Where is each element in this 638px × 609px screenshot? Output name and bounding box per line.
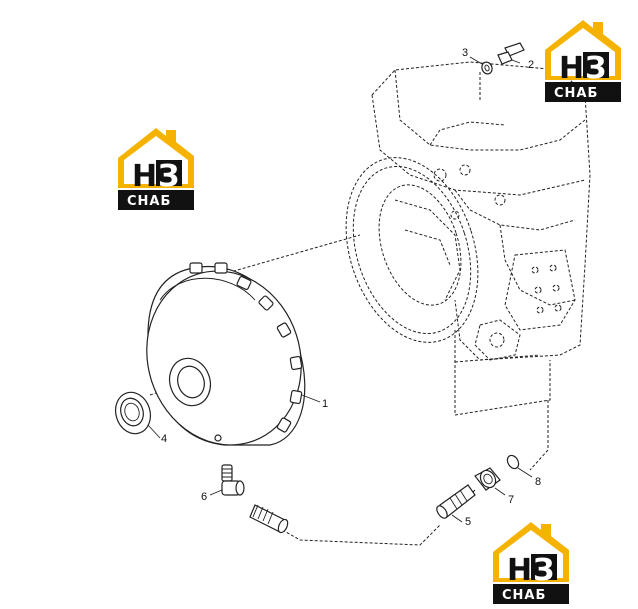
callout-1: 1 [322,398,328,410]
hose-fitting [436,484,476,523]
logo-subtitle: СНАБ [554,86,598,101]
callout-4: 4 [161,433,167,445]
logo-letter-h: H [559,51,584,86]
logo-letter-h: H [507,553,532,588]
logo-subtitle: СНАБ [127,194,171,209]
callout-5: 5 [465,516,471,528]
hose-end-left [249,504,289,534]
o-ring [506,454,533,478]
washer [469,56,493,75]
callout-2: 2 [528,59,534,71]
callout-7: 7 [508,494,514,506]
logo-letter-3: З [158,159,179,194]
seal-ring [114,391,161,439]
transmission-housing [345,61,591,471]
converter-cover [146,262,321,446]
logo-letter-h: H [132,159,157,194]
adapter-fitting [474,467,506,496]
bolt [497,42,525,65]
logo-letter-3: З [585,51,606,86]
callout-3: 3 [462,47,468,59]
logo-letter-3: З [533,553,554,588]
logo-subtitle: СНАБ [502,588,546,603]
elbow-fitting [209,464,245,496]
callout-6: 6 [201,491,207,503]
callout-8: 8 [535,476,541,488]
brand-logo-bottom: H З СНАБ [493,522,569,604]
brand-logo-left: H З СНАБ [118,128,194,210]
brand-logo-top-right: H З СНАБ [545,20,621,102]
